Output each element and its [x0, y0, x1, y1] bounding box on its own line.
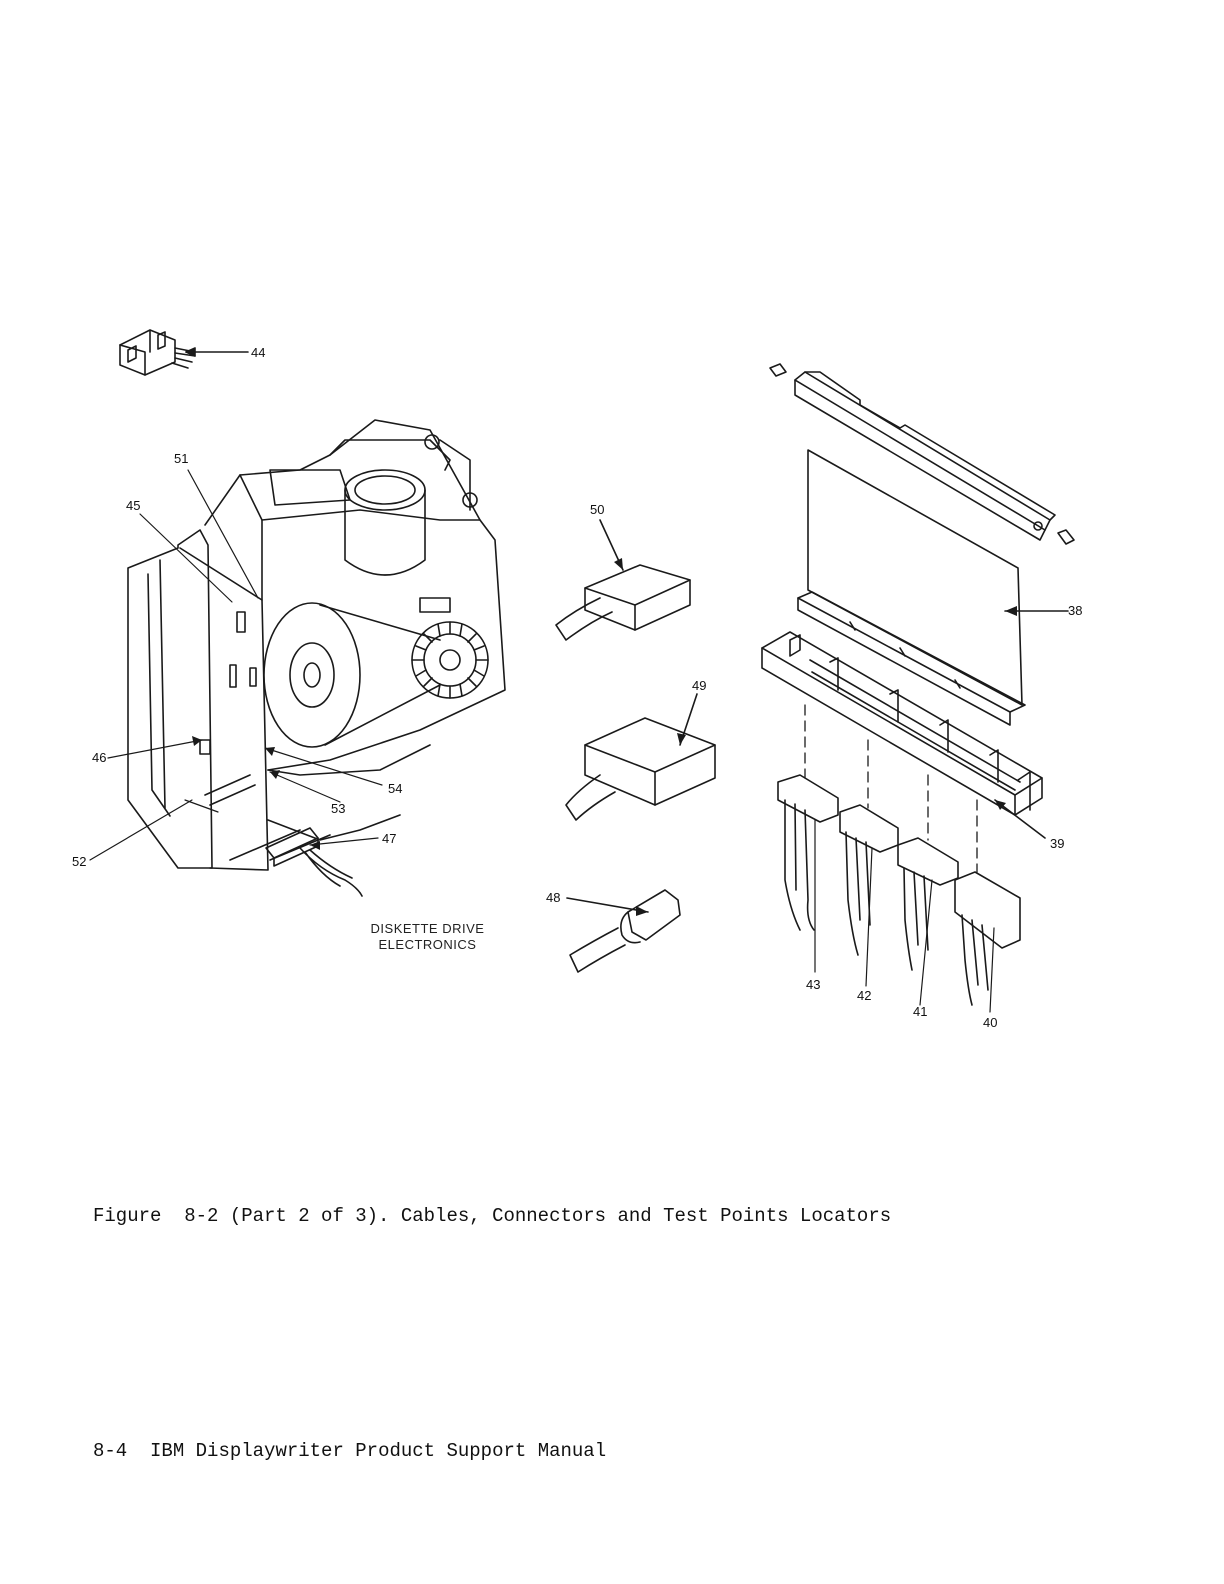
- callout-51: 51: [174, 452, 188, 465]
- callout-54: 54: [388, 782, 402, 795]
- page-footer: 8-4 IBM Displaywriter Product Support Ma…: [93, 1440, 606, 1462]
- card-rail-39-drawing: [762, 632, 1042, 815]
- callout-46: 46: [92, 751, 106, 764]
- callout-48: 48: [546, 891, 560, 904]
- diskette-label-line1: DISKETTE DRIVE: [355, 921, 500, 937]
- page-number: 8-4: [93, 1440, 127, 1462]
- cable-50-drawing: [556, 565, 690, 640]
- diskette-drive-drawing: [128, 420, 505, 870]
- callout-49: 49: [692, 679, 706, 692]
- callout-45: 45: [126, 499, 140, 512]
- callout-39: 39: [1050, 837, 1064, 850]
- manual-title: IBM Displaywriter Product Support Manual: [150, 1440, 606, 1462]
- callout-50: 50: [590, 503, 604, 516]
- callout-38: 38: [1068, 604, 1082, 617]
- callout-53: 53: [331, 802, 345, 815]
- diskette-label-line2: ELECTRONICS: [355, 937, 500, 953]
- callout-41: 41: [913, 1005, 927, 1018]
- cable-49-drawing: [566, 718, 715, 820]
- wire-connectors-drawing: [778, 775, 1020, 1005]
- callout-43: 43: [806, 978, 820, 991]
- callout-47: 47: [382, 832, 396, 845]
- callout-52: 52: [72, 855, 86, 868]
- diskette-drive-label: DISKETTE DRIVE ELECTRONICS: [355, 921, 500, 953]
- callout-40: 40: [983, 1016, 997, 1029]
- connector-44-drawing: [120, 330, 195, 375]
- figure-caption: Figure 8-2 (Part 2 of 3). Cables, Connec…: [93, 1205, 891, 1227]
- plug-48-drawing: [570, 890, 680, 972]
- callout-42: 42: [857, 989, 871, 1002]
- callout-44: 44: [251, 346, 265, 359]
